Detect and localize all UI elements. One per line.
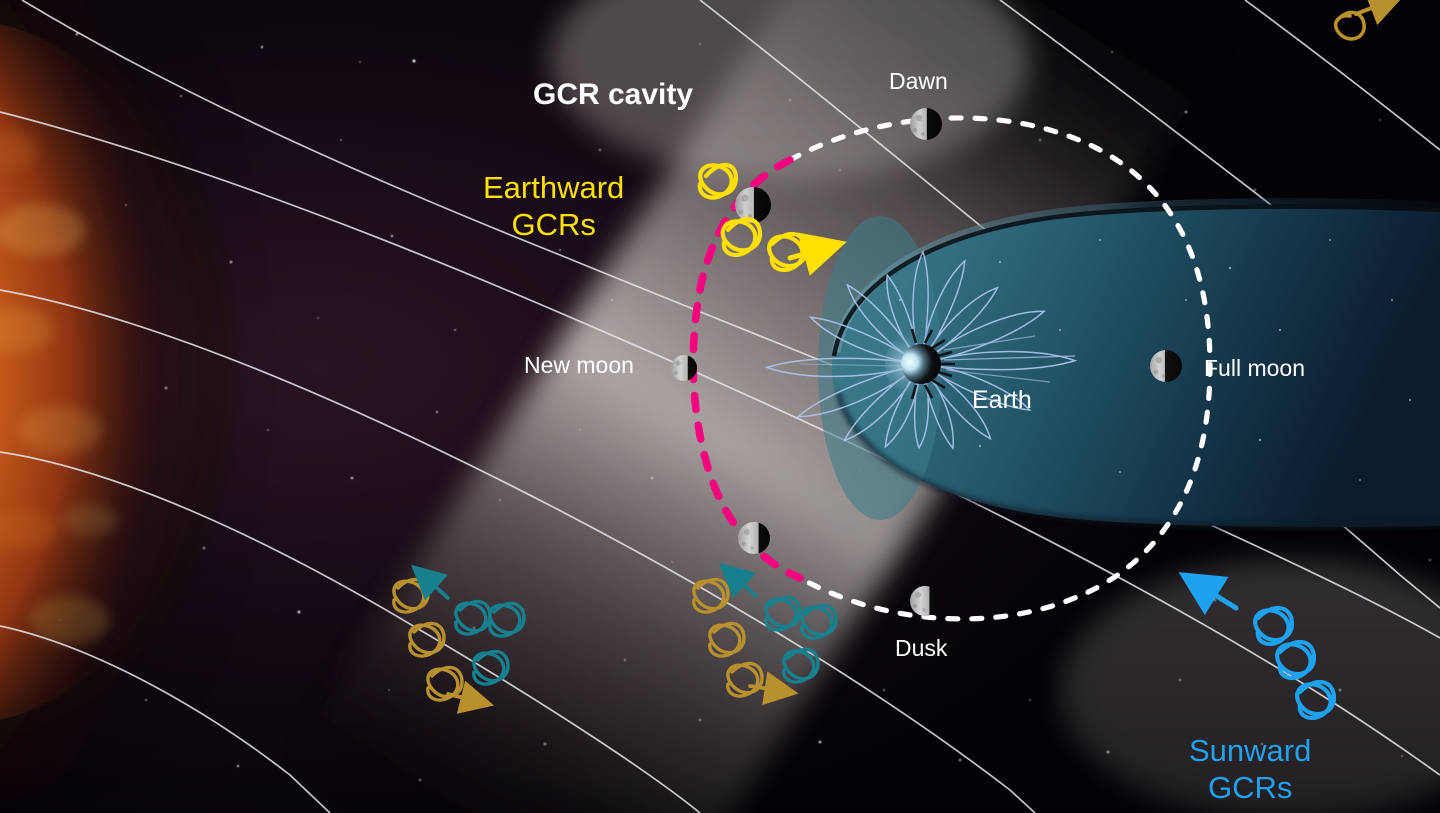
moon-lower-orbit bbox=[738, 522, 770, 554]
sun-granulation bbox=[0, 130, 118, 644]
gcr-cavity-band bbox=[287, 0, 1440, 813]
earth-planet bbox=[885, 328, 957, 400]
moon-dusk bbox=[910, 586, 940, 616]
earth-magnetic-field-lines bbox=[764, 250, 1078, 451]
helix-pair-middle bbox=[692, 562, 838, 706]
moon-upper-orbit bbox=[735, 187, 771, 223]
sun bbox=[0, 0, 300, 801]
moon-new bbox=[671, 355, 697, 381]
sunward-gcr-helix-dim-left bbox=[411, 564, 526, 686]
moon-full bbox=[1150, 350, 1182, 382]
earthward-gcr-helix-dim-left bbox=[392, 577, 495, 714]
earthward-gcr-helix-dim-mid bbox=[692, 577, 799, 706]
corner-gold-helix bbox=[1333, 0, 1405, 41]
earthward-gcr-helix bbox=[697, 162, 847, 276]
moon-dawn bbox=[910, 108, 942, 140]
helix-pair-left bbox=[392, 564, 526, 714]
lunar-orbit-antisunward-segment bbox=[787, 115, 1213, 622]
sunward-gcr-helix bbox=[1178, 572, 1337, 721]
sunward-gcr-helix-dim-mid bbox=[719, 562, 838, 684]
earth-magnetotail bbox=[818, 198, 1440, 531]
